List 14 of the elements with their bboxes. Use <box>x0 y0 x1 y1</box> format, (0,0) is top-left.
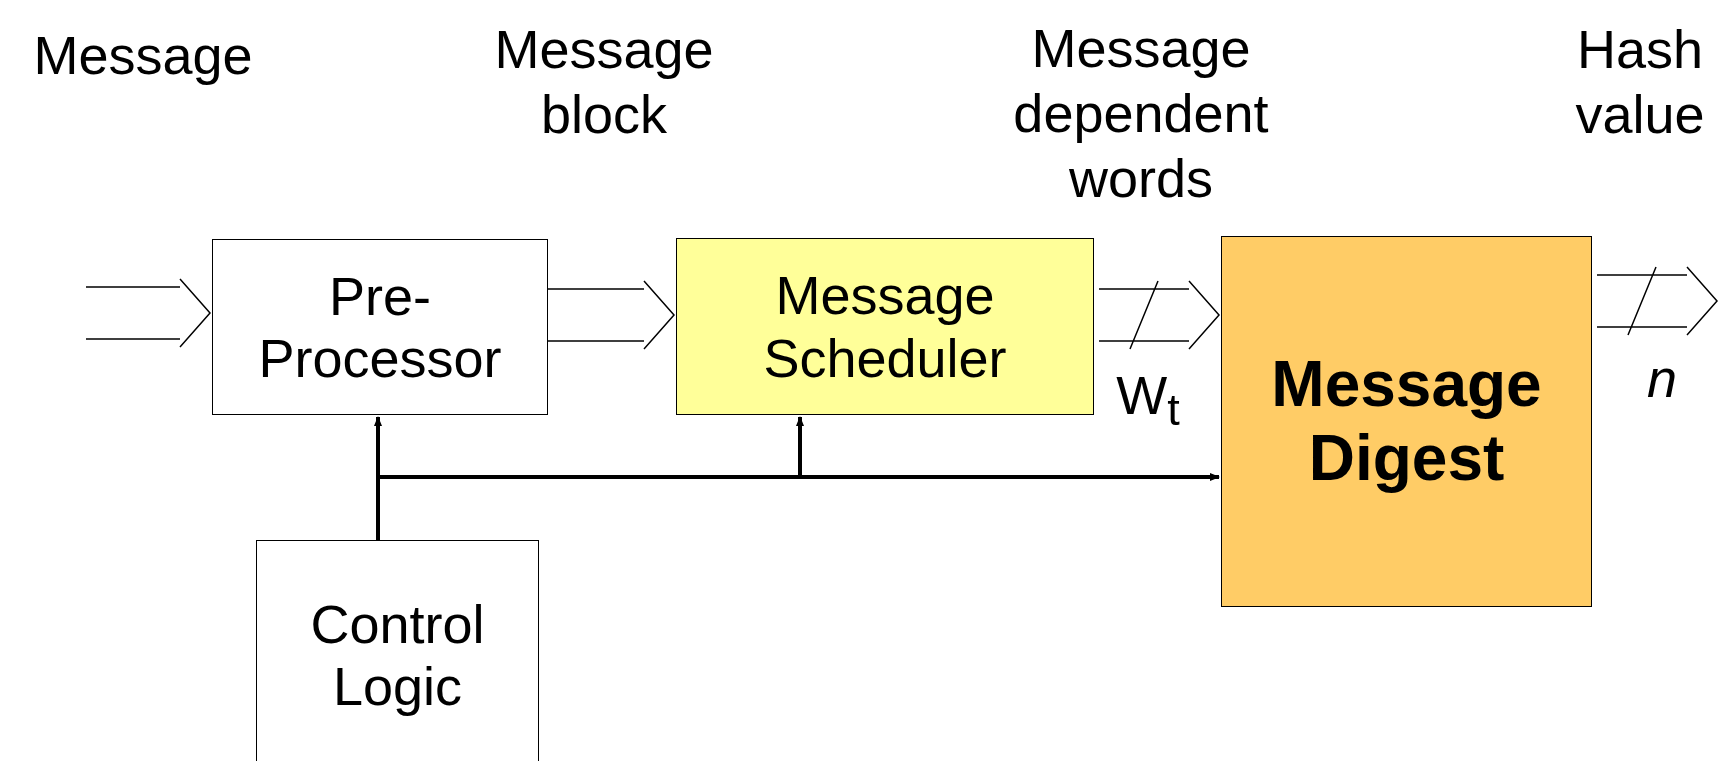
process-box: Message Scheduler <box>676 238 1094 415</box>
process-box: Control Logic <box>256 540 539 761</box>
signal-label: Message dependent words <box>1012 16 1270 210</box>
bus-arrow <box>85 278 211 348</box>
signal-label: Message <box>32 23 254 87</box>
signal-name: W$_{t}$ <box>1115 363 1181 438</box>
bus-arrow <box>547 280 675 350</box>
process-box: Message Digest <box>1221 236 1592 607</box>
process-box: Pre-Processor <box>212 239 548 415</box>
bus-width-label: n <box>1645 346 1678 410</box>
bus-arrow <box>1098 280 1220 350</box>
signal-label: Message block <box>493 18 715 146</box>
bus-arrow <box>1596 266 1718 336</box>
signal-label: Hash value <box>1574 18 1706 146</box>
